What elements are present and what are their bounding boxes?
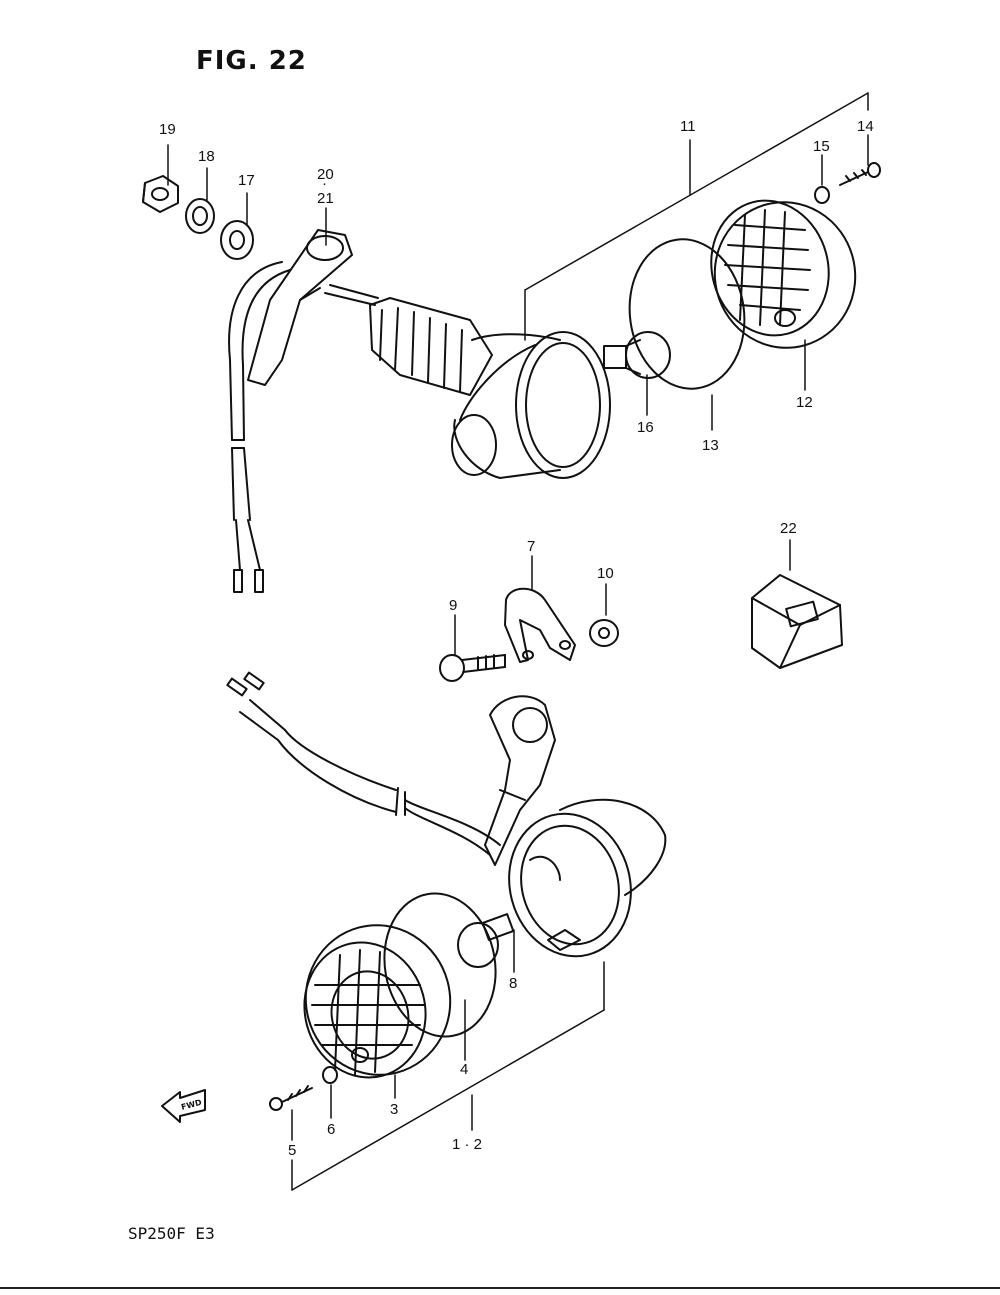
part-15-washer: [814, 186, 830, 204]
callout-10: 10: [597, 565, 614, 582]
callout-15: 15: [813, 138, 830, 155]
callout-17: 17: [238, 172, 255, 189]
part-7-clamp: [504, 587, 576, 663]
part-3-lens: [303, 924, 452, 1079]
callout-21: 21: [317, 190, 334, 207]
callout-13: 13: [702, 437, 719, 454]
part-11-upper-turn-signal: [228, 229, 611, 593]
part-22-relay: [751, 574, 843, 669]
part-5-screw: [269, 1085, 313, 1111]
callout-21-dot: ·: [322, 175, 327, 192]
part-4-gasket: [383, 892, 497, 1038]
part-10-nut: [589, 619, 619, 647]
callout-8: 8: [509, 975, 518, 992]
part-18-lock-washer: [185, 198, 215, 234]
part-8-bulb: [457, 913, 515, 968]
callout-9: 9: [449, 597, 458, 614]
callout-3: 3: [390, 1101, 399, 1118]
callout-14: 14: [857, 118, 874, 135]
part-19-nut: [142, 175, 179, 213]
callout-5: 5: [288, 1142, 297, 1159]
leader-lines: [167, 92, 869, 1191]
callout-19: 19: [159, 121, 176, 138]
callout-11: 11: [680, 118, 696, 135]
part-14-screw: [839, 162, 881, 186]
model-code: SP250F E3: [128, 1224, 215, 1243]
callout-4: 4: [460, 1061, 469, 1078]
callout-1-2: 1 · 2: [452, 1136, 483, 1153]
callout-6: 6: [327, 1121, 336, 1138]
bottom-rule: [0, 1287, 1000, 1289]
callout-22: 22: [780, 520, 797, 537]
callout-7: 7: [527, 538, 536, 555]
callout-18: 18: [198, 148, 215, 165]
part-13-gasket: [628, 238, 746, 390]
callout-20: 20: [317, 166, 334, 183]
part-6-washer: [322, 1066, 338, 1084]
part-1-2-lower-turn-signal: [226, 671, 667, 958]
part-17-washer: [220, 220, 254, 260]
part-9-bolt: [439, 654, 506, 682]
part-12-lens: [710, 199, 857, 349]
part-16-bulb: [603, 331, 671, 379]
fwd-arrow-icon: FWD: [161, 1089, 206, 1123]
callout-16: 16: [637, 419, 654, 436]
figure-title: FIG. 22: [196, 46, 307, 76]
callout-12: 12: [796, 394, 813, 411]
